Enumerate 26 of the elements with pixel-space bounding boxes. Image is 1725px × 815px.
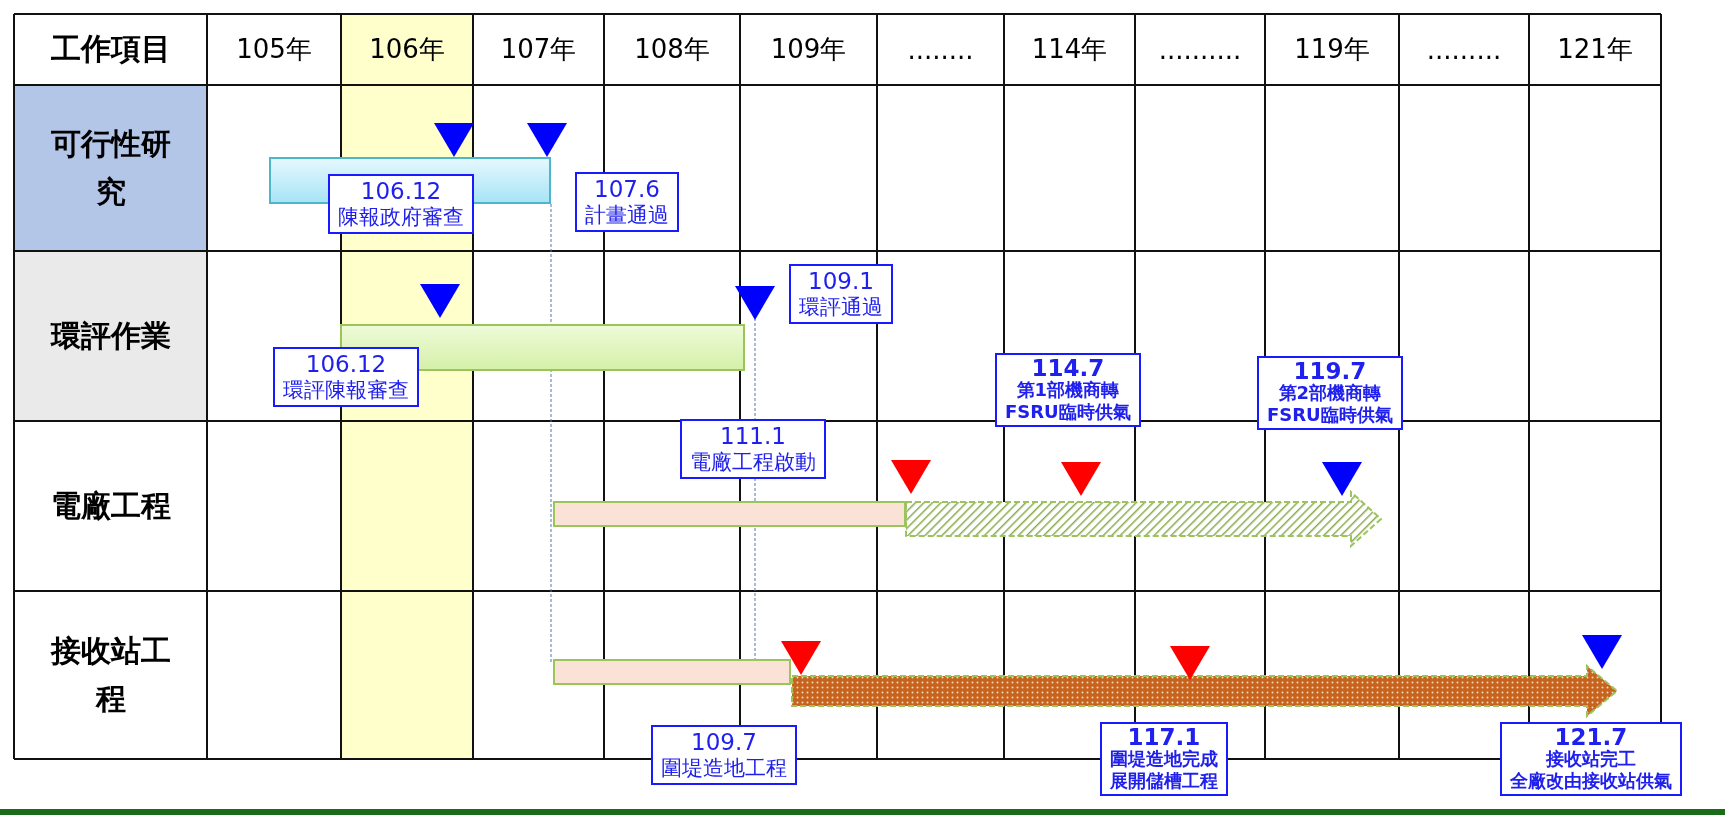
milestone-callout: 107.6 計畫通過 — [575, 172, 679, 232]
milestone-callout: 106.12 陳報政府審查 — [328, 174, 474, 234]
column-header: 105年 — [235, 33, 313, 66]
row-header: 可行性研究 — [49, 125, 172, 211]
milestone-callout: 109.7 圍堤造地工程 — [651, 725, 797, 785]
column-header: .......... — [1157, 33, 1243, 67]
column-header: 工作項目 — [49, 30, 172, 68]
column-header: 114年 — [1030, 33, 1109, 66]
column-header: 109年 — [769, 33, 848, 66]
column-header: 119年 — [1293, 33, 1371, 66]
column-header: 121年 — [1556, 33, 1634, 66]
column-header: 108年 — [633, 33, 711, 66]
milestone-callout: 111.1 電廠工程啟動 — [680, 419, 826, 479]
row-header: 接收站工程 — [49, 632, 172, 718]
column-header: ......... — [1425, 33, 1503, 67]
milestone-callout: 117.1 圍堤造地完成 展開儲槽工程 — [1100, 722, 1228, 796]
milestone-callout: 114.7 第1部機商轉 FSRU臨時供氣 — [995, 353, 1141, 427]
column-header: ........ — [906, 33, 975, 67]
milestone-callout: 121.7 接收站完工 全廠改由接收站供氣 — [1500, 722, 1682, 796]
row-header: 電廠工程 — [49, 487, 172, 525]
column-header: 107年 — [499, 33, 578, 66]
milestone-callout: 109.1 環評通過 — [789, 264, 893, 324]
milestone-callout: 106.12 環評陳報審查 — [273, 347, 419, 407]
row-header: 環評作業 — [49, 317, 172, 355]
column-header: 106年 — [368, 33, 446, 66]
milestone-callout: 119.7 第2部機商轉 FSRU臨時供氣 — [1257, 356, 1403, 430]
